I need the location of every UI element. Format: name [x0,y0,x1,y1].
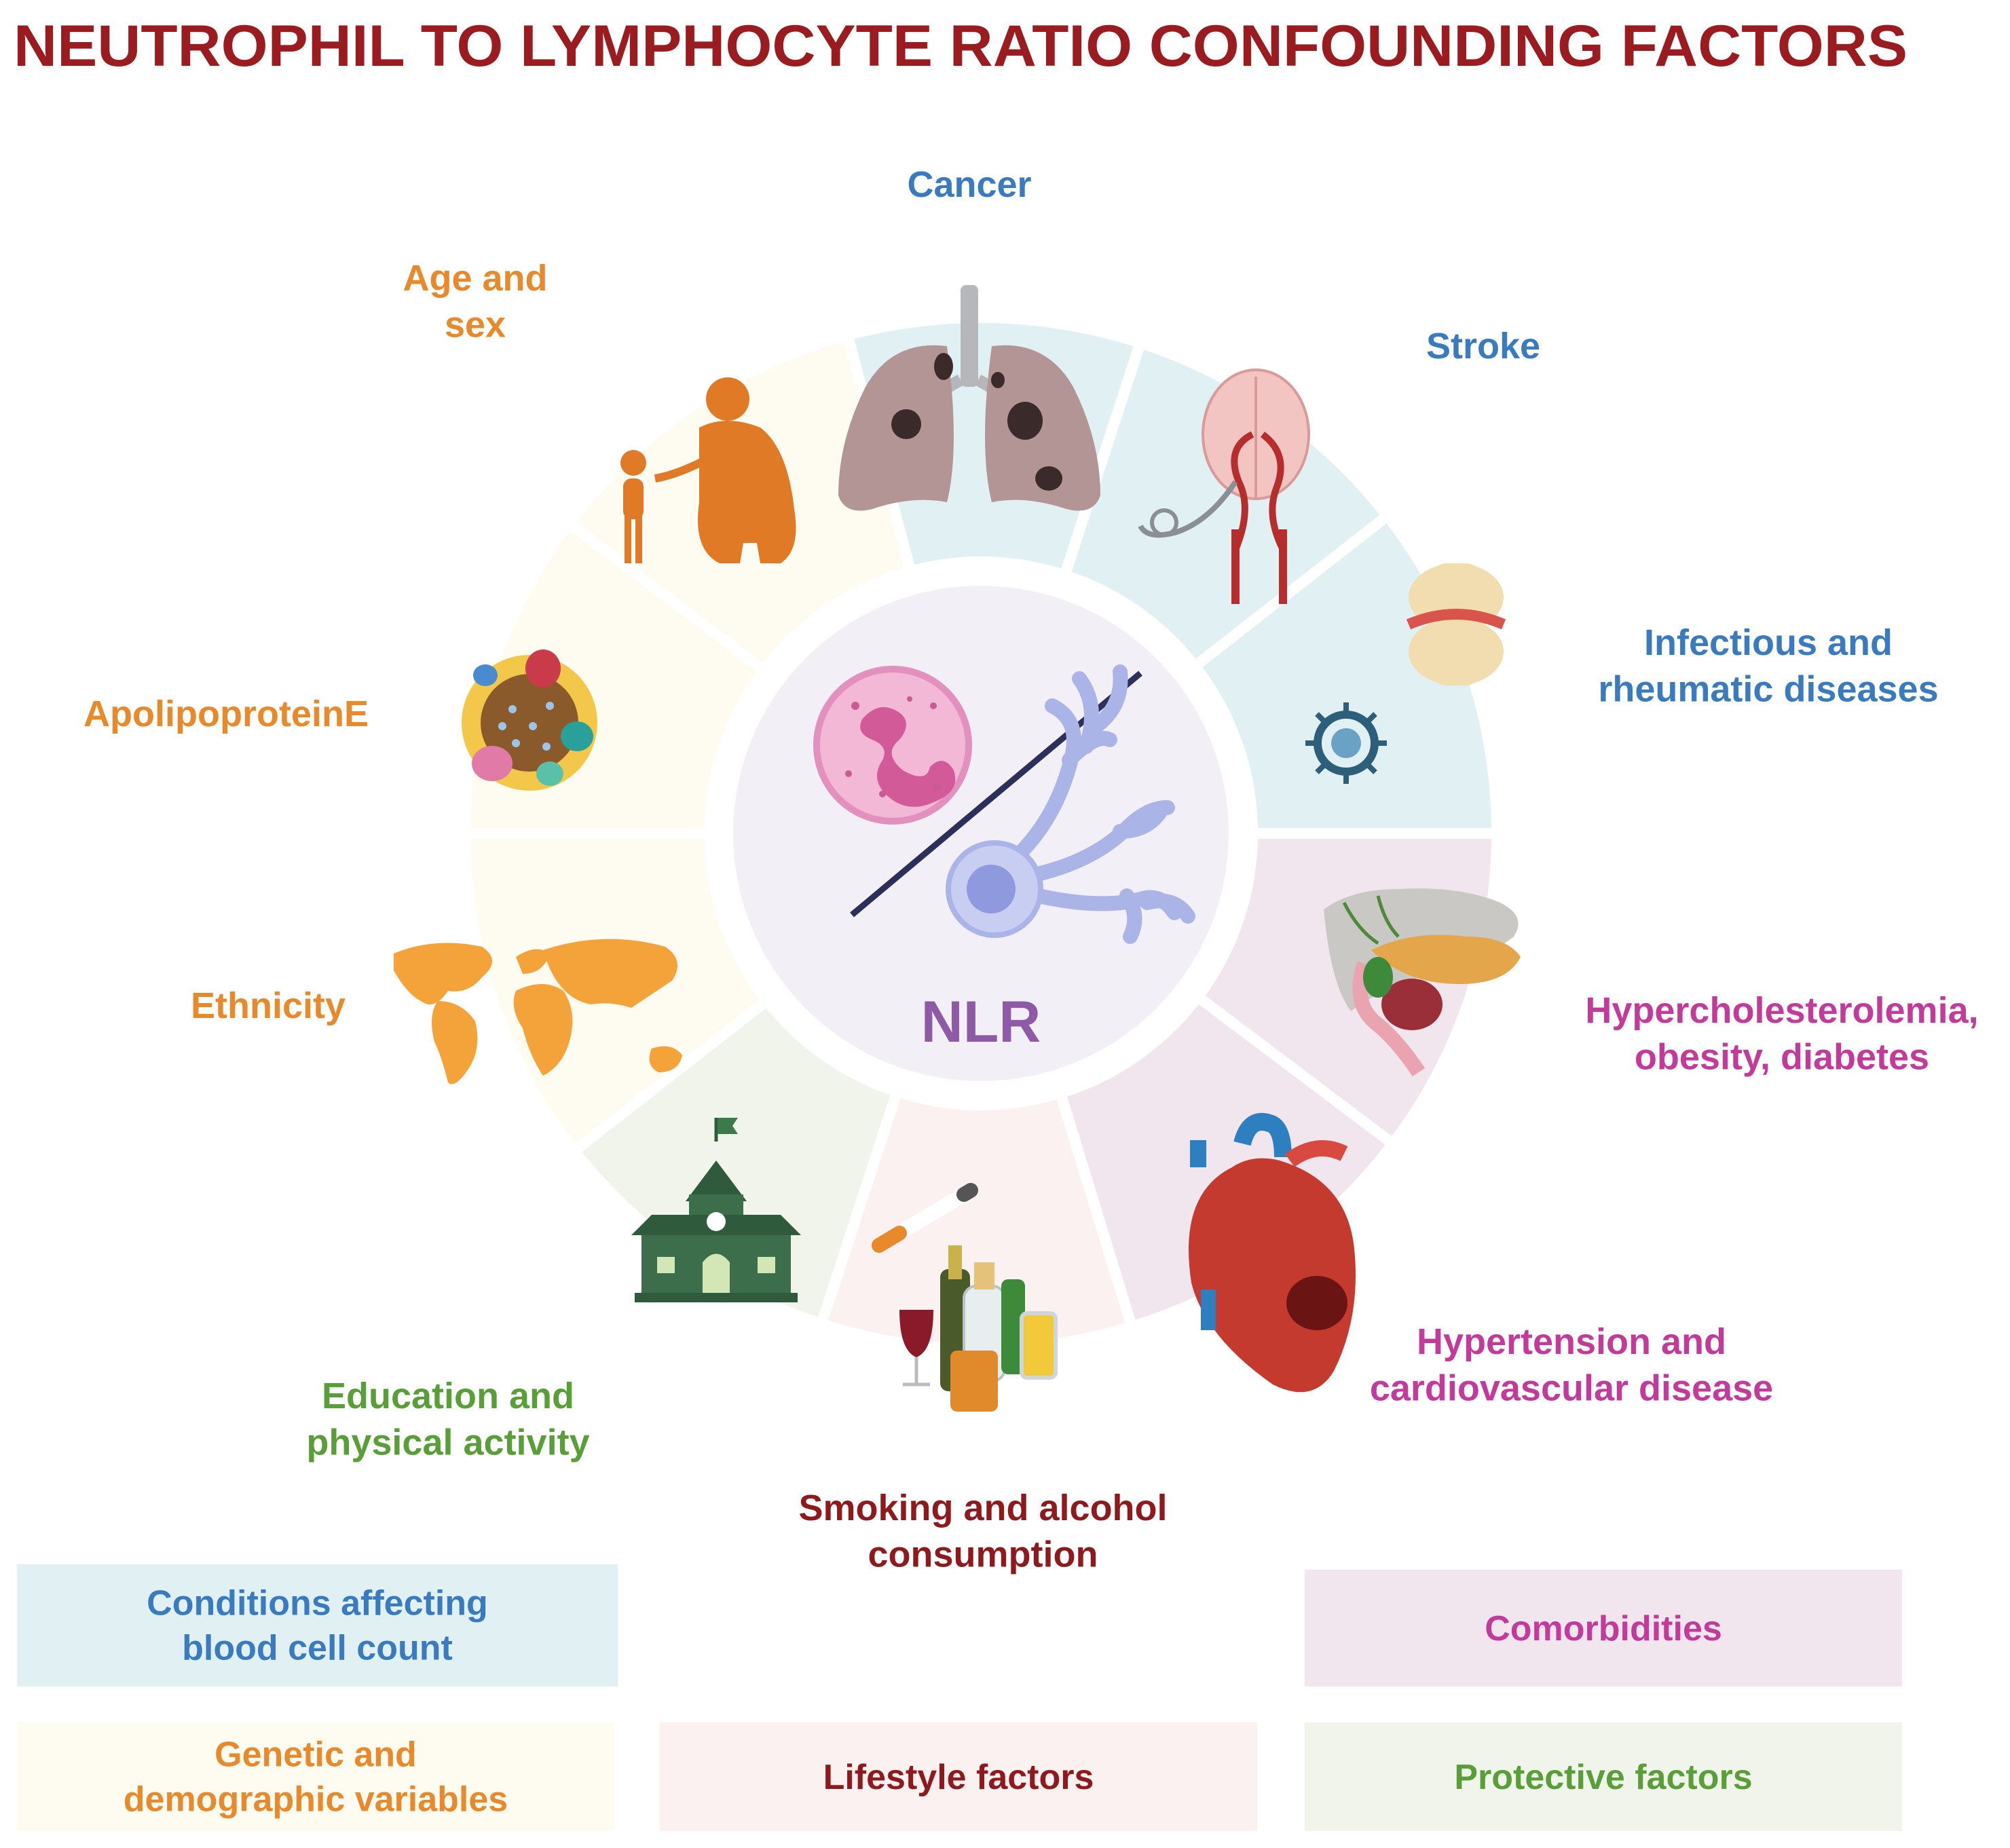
elderly-child-icon [620,377,796,564]
lymphocyte-body [946,840,1043,938]
lungs-icon [838,285,1100,511]
label-hyperchol: Hypercholesterolemia,obesity, diabetes [1585,990,1978,1078]
cigarette-bottles-icon [872,1183,1058,1412]
nlr-label: NLR [921,989,1041,1055]
lipoprotein-icon [462,649,597,791]
neutrophil-icon [813,666,972,825]
legend-label-protective: Protective factors [1454,1758,1752,1797]
legend-lifestyle: Lifestyle factors [660,1722,1257,1831]
label-cancer: Cancer [907,164,1031,205]
world-map-icon [394,939,682,1085]
sector-stroke [1058,336,1396,674]
joint-virus-icon [1305,563,1506,784]
brain-icon [1138,369,1310,604]
lymphocyte-icon [1011,664,1195,944]
label-ethnicity: Ethnicity [191,985,346,1026]
label-stroke: Stroke [1426,326,1540,366]
legend-label-lifestyle: Lifestyle factors [823,1758,1094,1797]
legend-box-genetic [17,1722,614,1831]
legend-label-comorbidities: Comorbidities [1485,1609,1722,1648]
label-apoe: ApolipoproteinE [83,694,369,734]
legend-box-lifestyle [660,1722,1257,1831]
page-title: NEUTROPHIL TO LYMPHOCYTE RATIO CONFOUNDI… [14,14,1907,79]
legend-box-protective [1305,1722,1902,1831]
heart-icon [1189,1113,1356,1393]
legend-box-comorbidities [1305,1570,1902,1686]
liver-pancreas-icon [1324,888,1521,1077]
legend-box-conditions [17,1564,618,1686]
legend-protective: Protective factors [1305,1722,1902,1831]
legend-comorbidities: Comorbidities [1305,1570,1902,1686]
school-icon [631,1118,801,1302]
